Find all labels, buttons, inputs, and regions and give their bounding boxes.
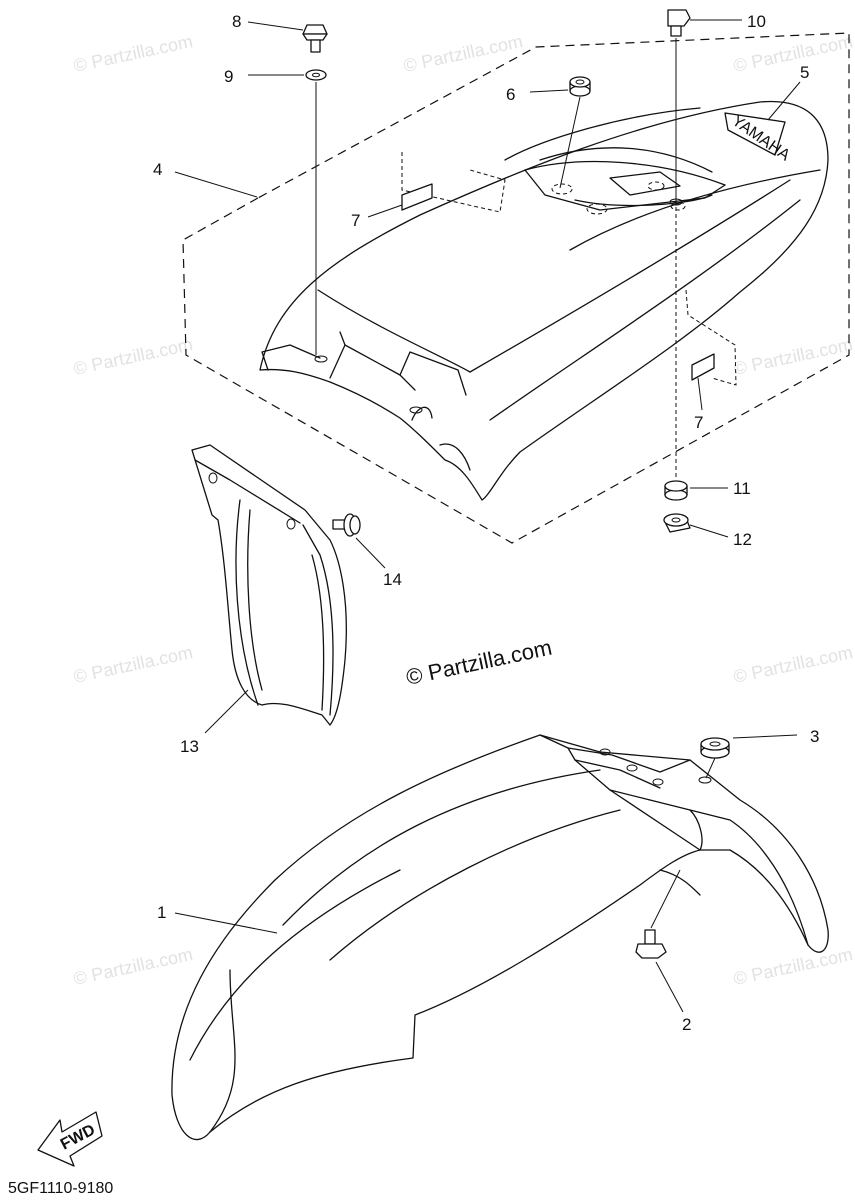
washer-9 — [305, 69, 327, 81]
rear-fender — [259, 100, 829, 501]
figure-code: 5GF1110-9180 — [8, 1180, 113, 1197]
callout-6: 6 — [506, 85, 515, 104]
damper-3 — [700, 737, 730, 759]
damper-6 — [569, 76, 591, 97]
callout-7a: 7 — [351, 211, 360, 230]
callout-9: 9 — [224, 67, 233, 86]
callout-11: 11 — [733, 479, 751, 498]
callout-13: 13 — [180, 737, 199, 756]
bolt-14 — [332, 513, 361, 537]
callout-10: 10 — [747, 12, 766, 31]
bolt-2 — [635, 929, 667, 959]
callout-14: 14 — [383, 570, 402, 589]
watermark: © Partzilla.com — [72, 31, 195, 76]
bolt-8 — [302, 24, 328, 53]
watermark: © Partzilla.com — [732, 642, 855, 687]
callout-12: 12 — [733, 530, 752, 549]
leader-lines — [174, 19, 801, 1013]
assembly-boundary-4 — [182, 32, 850, 544]
watermark: © Partzilla.com — [72, 642, 195, 687]
callout-5: 5 — [800, 63, 809, 82]
watermark: © Partzilla.com — [402, 31, 525, 76]
watermark: © Partzilla.com — [72, 334, 195, 379]
nut-12 — [663, 513, 691, 533]
callout-8: 8 — [232, 12, 241, 31]
watermark: © Partzilla.com — [732, 944, 855, 989]
callout-1: 1 — [157, 903, 166, 922]
collar-11 — [664, 480, 688, 501]
callout-3: 3 — [810, 727, 819, 746]
callout-labels: 8 9 10 6 5 4 7 7 11 12 14 13 3 1 2 — [153, 12, 819, 1034]
bolt-10 — [667, 9, 691, 37]
callout-4: 4 — [153, 160, 162, 179]
callout-7b: 7 — [694, 413, 703, 432]
front-fender — [171, 734, 829, 1141]
watermark: © Partzilla.com — [732, 334, 855, 379]
mud-flap-13 — [191, 444, 347, 726]
fwd-arrow-icon: FWD — [37, 1111, 103, 1167]
damper-pad-7b — [691, 353, 715, 381]
center-copyright: © Partzilla.com — [404, 635, 554, 690]
callout-2: 2 — [682, 1015, 691, 1034]
damper-pad-7a — [401, 183, 433, 211]
watermark: © Partzilla.com — [72, 944, 195, 989]
